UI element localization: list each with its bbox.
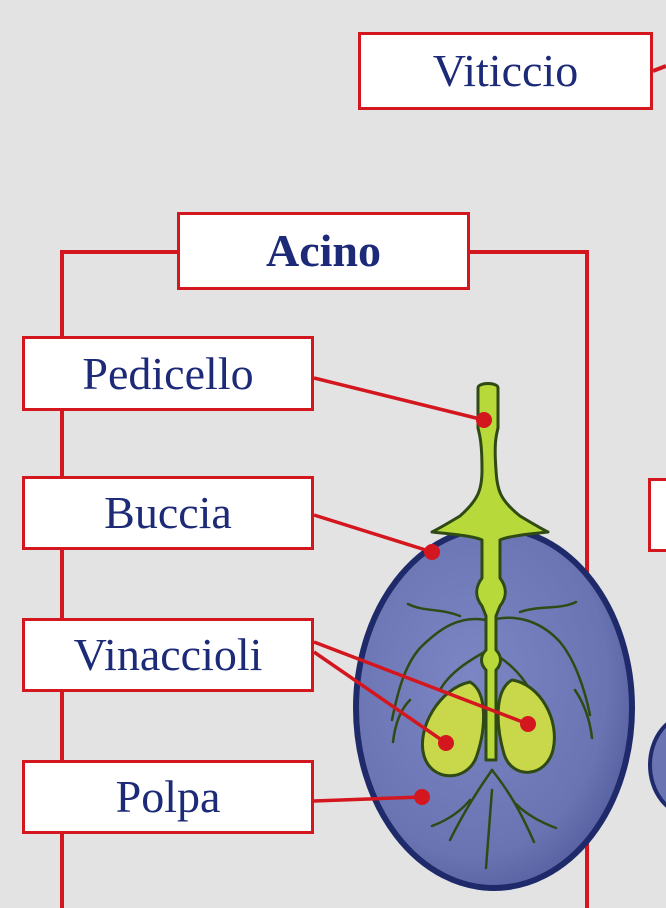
- polpa-text: Polpa: [116, 774, 221, 820]
- vinaccioli-dot-b: [438, 735, 454, 751]
- buccia-label: Buccia: [22, 476, 314, 550]
- buccia-text: Buccia: [104, 490, 232, 536]
- viticcio-label: Viticcio: [358, 32, 653, 110]
- partial-label-box: [648, 478, 666, 552]
- partial-berry: [650, 715, 666, 815]
- viticcio-text: Viticcio: [433, 48, 578, 94]
- acino-title: Acino: [177, 212, 470, 290]
- polpa-dot: [414, 789, 430, 805]
- pedicello-dot: [476, 412, 492, 428]
- buccia-dot: [424, 544, 440, 560]
- polpa-label: Polpa: [22, 760, 314, 834]
- pedicello-text: Pedicello: [82, 351, 253, 397]
- buccia-leader: [314, 515, 432, 552]
- berry-illustration: [356, 384, 666, 889]
- pedicello-leader: [314, 378, 484, 420]
- viticcio-leader-stub: [653, 66, 666, 71]
- vinaccioli-label: Vinaccioli: [22, 618, 314, 692]
- acino-text: Acino: [266, 228, 381, 274]
- vinaccioli-text: Vinaccioli: [74, 632, 263, 678]
- pedicello-label: Pedicello: [22, 336, 314, 411]
- vinaccioli-dot-a: [520, 716, 536, 732]
